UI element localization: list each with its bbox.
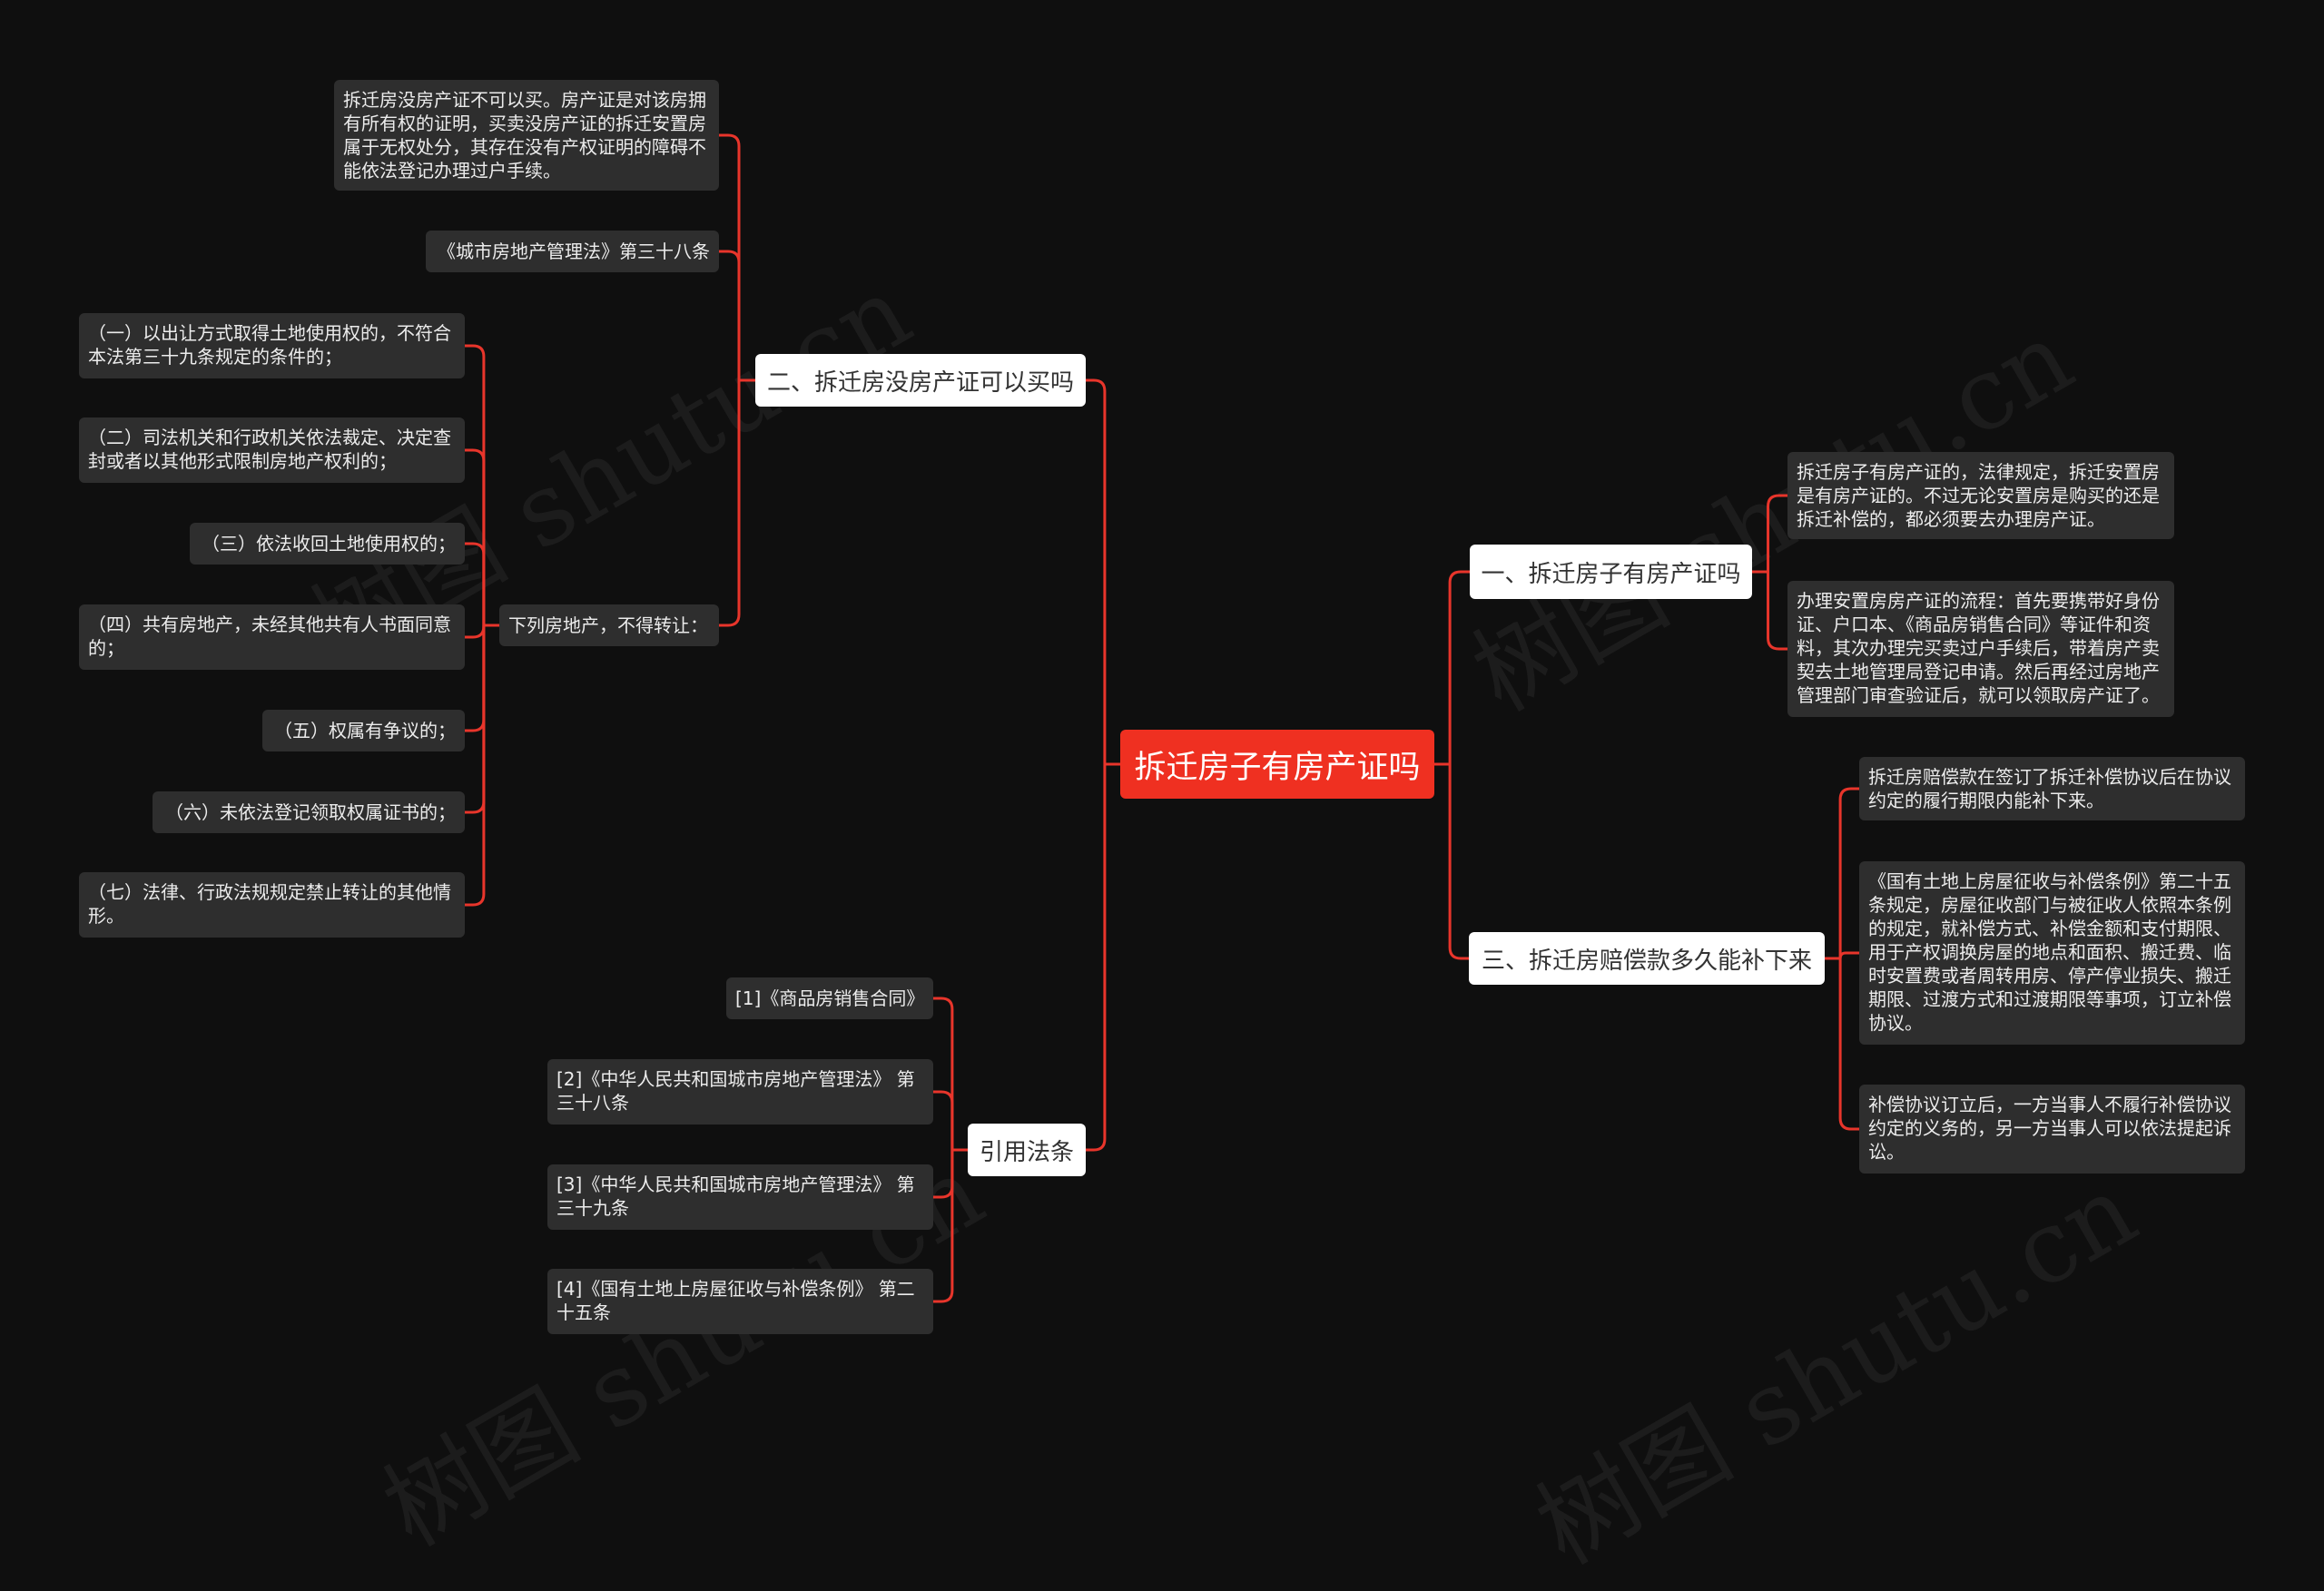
connector-line [1448,570,1470,764]
leaf-topic[interactable]: （六）未依法登记领取权属证书的； [153,791,465,833]
connector-line [465,625,486,814]
leaf-topic[interactable]: [2]《中华人民共和国城市房地产管理法》 第三十八条 [547,1059,933,1125]
connector-line [719,250,741,380]
leaf-topic[interactable]: （五）权属有争议的； [262,710,465,751]
leaf-topic[interactable]: （七）法律、行政法规规定禁止转让的其他情形。 [79,872,465,938]
leaf-topic[interactable]: 补偿协议订立后，一方当事人不履行补偿协议约定的义务的，另一方当事人可以依法提起诉… [1859,1085,2245,1174]
connector-line [465,625,486,907]
connector-line [933,997,954,1150]
connector-line [1086,378,1107,764]
branch-topic-3[interactable]: 三、拆迁房赔偿款多久能补下来 [1469,932,1825,985]
leaf-topic[interactable]: [4]《国有土地上房屋征收与补偿条例》 第二十五条 [547,1269,933,1334]
leaf-topic[interactable]: （四）共有房地产，未经其他共有人书面同意的； [79,604,465,670]
connector-line [465,448,486,625]
connector-line [933,1090,954,1150]
leaf-topic[interactable]: 拆迁房子有房产证的，法律规定，拆迁安置房是有房产证的。不过无论安置房是购买的还是… [1787,452,2174,539]
connector-line [1838,958,1859,1131]
connector-line [1448,764,1469,960]
leaf-topic[interactable]: 《国有土地上房屋征收与补偿条例》第二十五条规定，房屋征收部门与被征收人依照本条例… [1859,861,2245,1045]
connector-line [465,625,486,732]
leaf-topic[interactable]: （二）司法机关和行政机关依法裁定、决定查封或者以其他形式限制房地产权利的； [79,417,465,483]
connector-line [1838,951,1859,959]
mindmap-canvas: 树图 shutu.cn 树图 shutu.cn 树图 shutu.cn 树图 s… [79,80,2245,1586]
leaf-topic[interactable]: [1]《商品房销售合同》 [726,977,933,1019]
connector-lines [465,133,1859,1303]
root-topic[interactable]: 拆迁房子有房产证吗 [1120,730,1434,799]
leaf-topic[interactable]: 办理安置房房产证的流程：首先要携带好身份证、户口本、《商品房销售合同》等证件和资… [1787,581,2174,717]
leaf-topic[interactable]: 《城市房地产管理法》第三十八条 [426,231,719,272]
connector-line [465,344,486,625]
connector-line [1767,572,1787,651]
connector-line [933,1150,954,1303]
leaf-topic[interactable]: 拆迁房没房产证不可以买。房产证是对该房拥有所有权的证明，买卖没房产证的拆迁安置房… [334,80,719,191]
connector-line [719,380,741,627]
connector-line [1838,787,1859,958]
connector-line [933,1150,954,1199]
leaf-topic[interactable]: 下列房地产，不得转让： [499,604,719,646]
leaf-topic[interactable]: 拆迁房赔偿款在签订了拆迁补偿协议后在协议约定的履行期限内能补下来。 [1859,757,2245,820]
connector-line [1767,494,1787,572]
branch-topic-4[interactable]: 引用法条 [968,1124,1086,1176]
branch-topic-2[interactable]: 二、拆迁房没房产证可以买吗 [755,354,1086,407]
connector-line [1086,764,1107,1152]
connector-line [465,625,486,639]
leaf-topic[interactable]: [3]《中华人民共和国城市房地产管理法》 第三十九条 [547,1164,933,1230]
leaf-topic[interactable]: （三）依法收回土地使用权的； [190,523,465,565]
branch-topic-1[interactable]: 一、拆迁房子有房产证吗 [1470,545,1752,599]
connector-line [465,542,486,625]
leaf-topic[interactable]: （一）以出让方式取得土地使用权的，不符合本法第三十九条规定的条件的； [79,313,465,378]
connector-line [719,133,741,380]
